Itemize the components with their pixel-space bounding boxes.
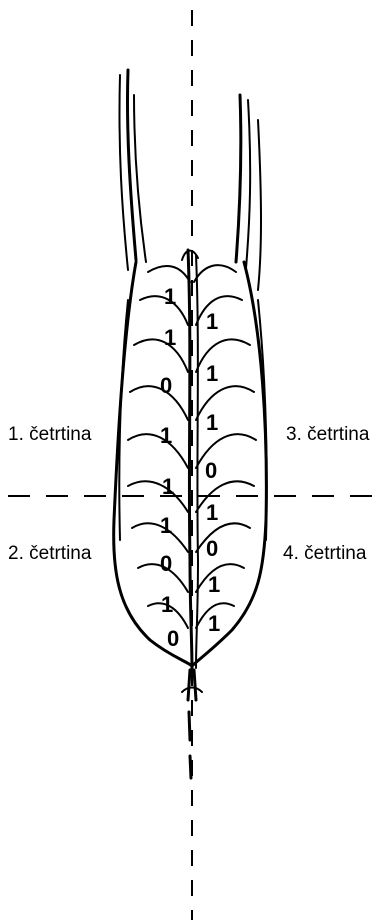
right-score-2: 1 bbox=[206, 361, 218, 386]
left-score-2: 1 bbox=[164, 325, 176, 350]
quarter-label-3: 3. četrtina bbox=[286, 424, 370, 445]
left-score-6: 1 bbox=[160, 513, 172, 538]
right-score-5: 1 bbox=[206, 500, 218, 525]
left-score-4: 1 bbox=[160, 423, 172, 448]
right-score-3: 1 bbox=[206, 410, 218, 435]
left-score-3: 0 bbox=[160, 373, 172, 398]
quarter-label-1: 1. četrtina bbox=[8, 424, 92, 445]
left-score-1: 1 bbox=[164, 284, 176, 309]
left-score-9: 0 bbox=[167, 626, 179, 651]
right-score-8: 1 bbox=[208, 611, 220, 636]
right-score-1: 1 bbox=[206, 309, 218, 334]
left-score-8: 1 bbox=[161, 592, 173, 617]
right-score-4: 0 bbox=[205, 458, 217, 483]
right-score-6: 0 bbox=[206, 536, 218, 561]
quarter-label-4: 4. četrtina bbox=[283, 543, 367, 564]
wheat-ear-icon bbox=[114, 70, 267, 778]
left-score-7: 0 bbox=[160, 551, 172, 576]
left-score-5: 1 bbox=[162, 474, 174, 499]
quarter-label-2: 2. četrtina bbox=[8, 543, 92, 564]
right-score-7: 1 bbox=[208, 572, 220, 597]
